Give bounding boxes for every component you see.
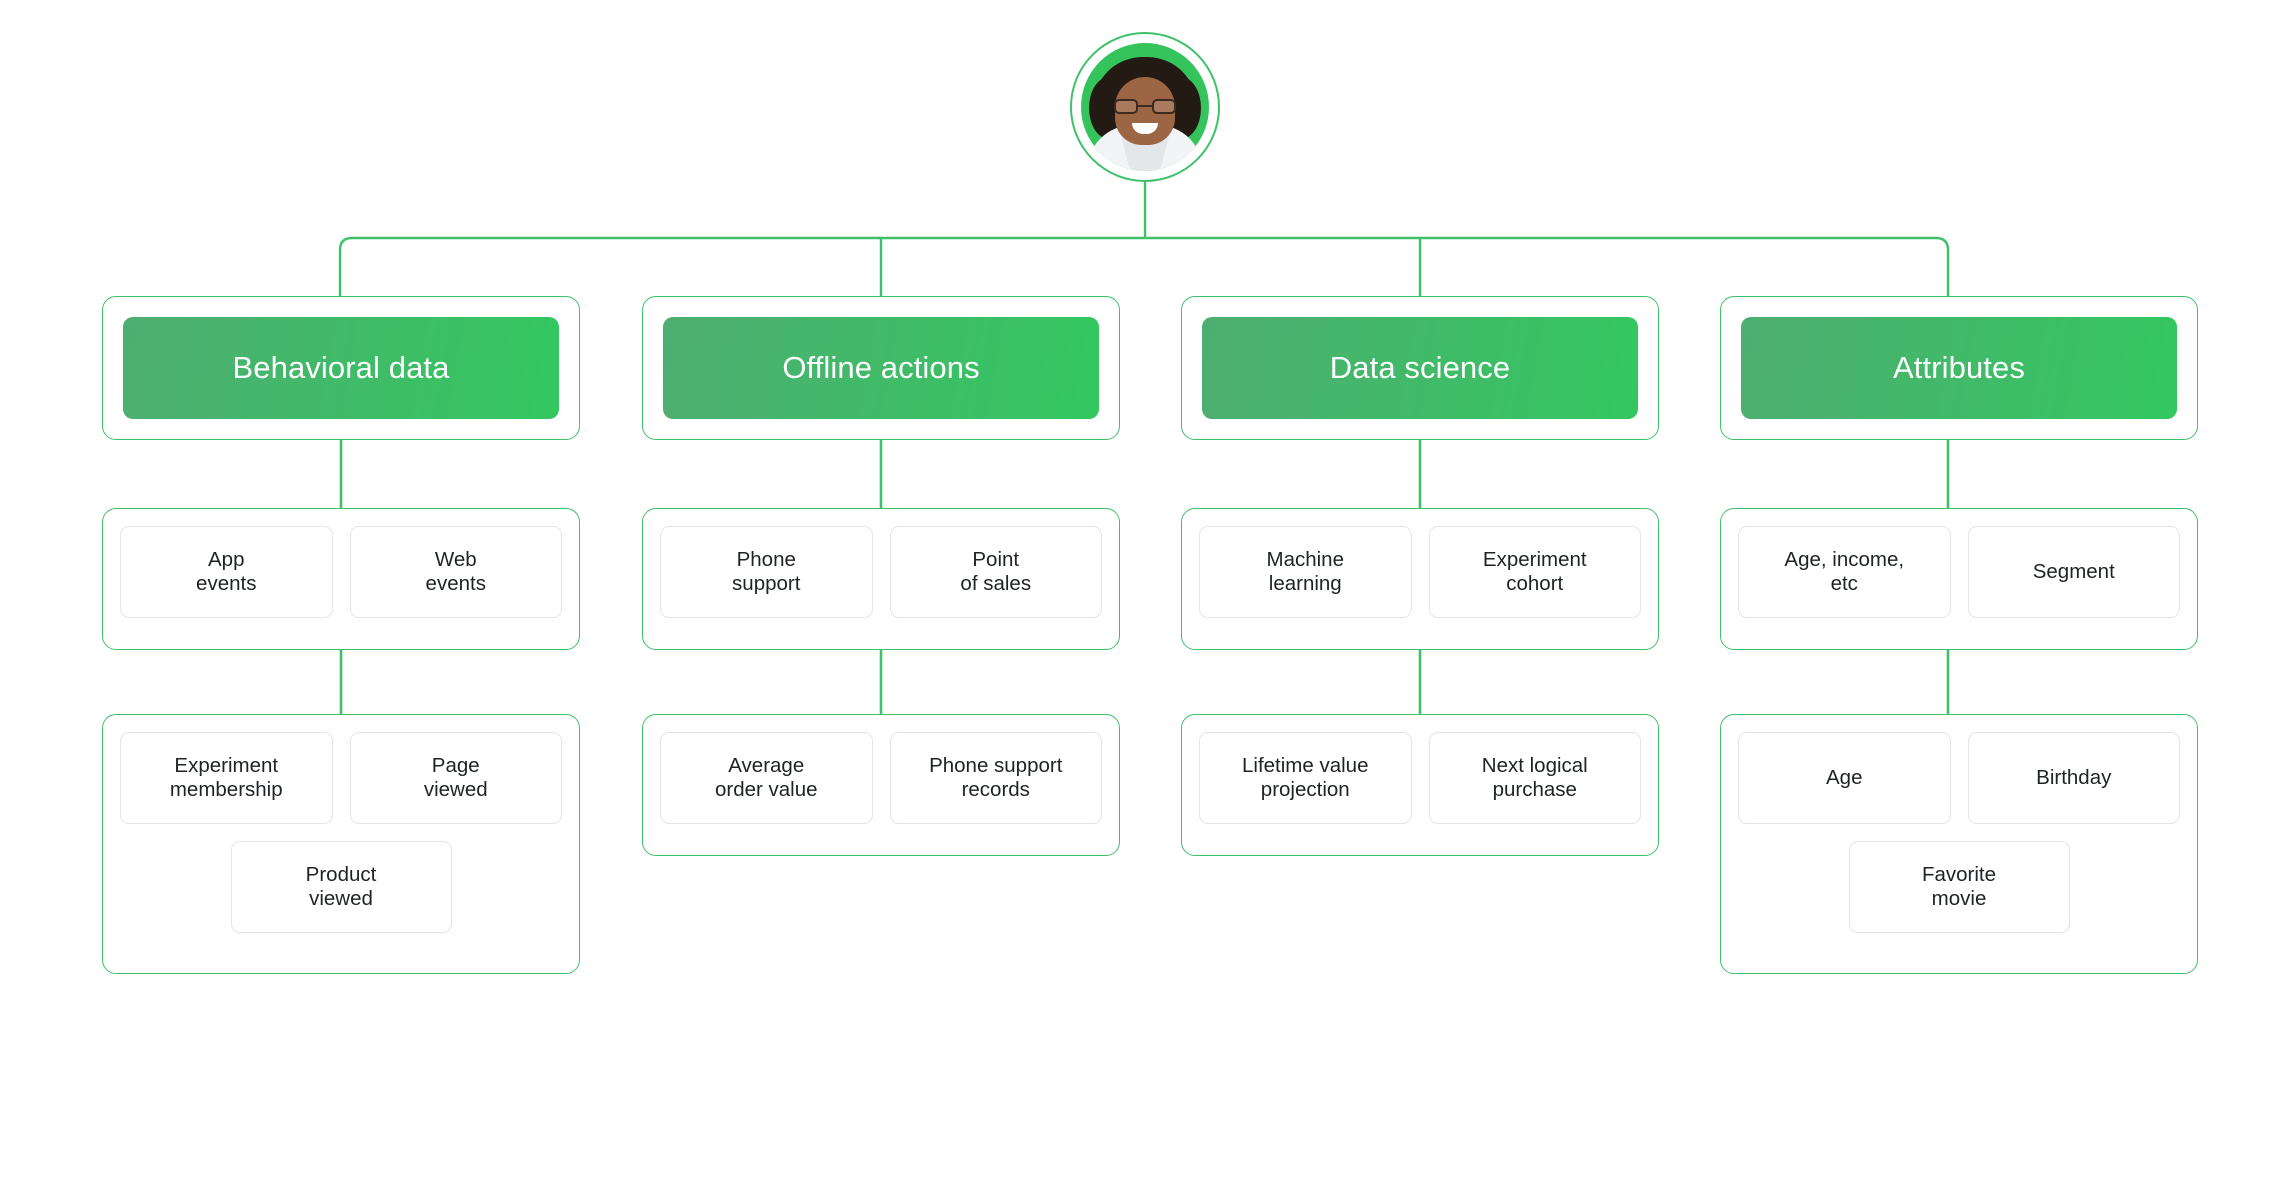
leaf-row: App events Web events: [120, 526, 562, 618]
header-label: Behavioral data: [232, 350, 450, 385]
leaf-phone-support-records[interactable]: Phone support records: [889, 732, 1102, 824]
avatar-smile: [1132, 123, 1158, 134]
leaf-lifetime-value-projection[interactable]: Lifetime value projection: [1199, 732, 1412, 824]
leaf-product-viewed[interactable]: Product viewed: [230, 841, 452, 933]
header-chip-offline-actions: Offline actions: [663, 317, 1099, 419]
card-offline-actions-row1[interactable]: Phone support Point of sales: [642, 508, 1120, 650]
leaf-age[interactable]: Age: [1738, 732, 1951, 824]
header-label: Offline actions: [782, 350, 980, 385]
leaf-web-events[interactable]: Web events: [349, 526, 562, 618]
card-offline-actions-header[interactable]: Offline actions: [642, 296, 1120, 440]
leaf-experiment-membership[interactable]: Experiment membership: [120, 732, 333, 824]
card-data-science-row1[interactable]: Machine learning Experiment cohort: [1181, 508, 1659, 650]
header-chip-data-science: Data science: [1202, 317, 1638, 419]
card-data-science-row2[interactable]: Lifetime value projection Next logical p…: [1181, 714, 1659, 856]
header-chip-behavioral-data: Behavioral data: [123, 317, 559, 419]
leaf-phone-support[interactable]: Phone support: [660, 526, 873, 618]
leaf-row: Phone support Point of sales: [660, 526, 1102, 618]
leaf-average-order-value[interactable]: Average order value: [660, 732, 873, 824]
leaf-next-logical-purchase[interactable]: Next logical purchase: [1428, 732, 1641, 824]
leaf-segment[interactable]: Segment: [1967, 526, 2180, 618]
card-behavioral-data-header[interactable]: Behavioral data: [102, 296, 580, 440]
header-label: Attributes: [1893, 350, 2025, 385]
leaf-app-events[interactable]: App events: [120, 526, 333, 618]
leaf-row: Lifetime value projection Next logical p…: [1199, 732, 1641, 824]
leaf-machine-learning[interactable]: Machine learning: [1199, 526, 1412, 618]
avatar[interactable]: [1070, 32, 1220, 182]
leaf-row: Experiment membership Page viewed: [120, 732, 562, 824]
leaf-row: Age, income, etc Segment: [1738, 526, 2180, 618]
leaf-experiment-cohort[interactable]: Experiment cohort: [1428, 526, 1641, 618]
leaf-row: Age Birthday: [1738, 732, 2180, 824]
leaf-row: Favorite movie: [1738, 841, 2180, 933]
card-attributes-row2[interactable]: Age Birthday Favorite movie: [1720, 714, 2198, 974]
leaf-page-viewed[interactable]: Page viewed: [349, 732, 562, 824]
card-behavioral-data-row1[interactable]: App events Web events: [102, 508, 580, 650]
leaf-row: Product viewed: [120, 841, 562, 933]
card-attributes-header[interactable]: Attributes: [1720, 296, 2198, 440]
header-label: Data science: [1329, 350, 1511, 385]
glasses-icon: [1114, 99, 1176, 114]
leaf-favorite-movie[interactable]: Favorite movie: [1848, 841, 2070, 933]
card-data-science-header[interactable]: Data science: [1181, 296, 1659, 440]
card-offline-actions-row2[interactable]: Average order value Phone support record…: [642, 714, 1120, 856]
wire-bus: [338, 236, 1950, 296]
leaf-point-of-sales[interactable]: Point of sales: [889, 526, 1102, 618]
leaf-birthday[interactable]: Birthday: [1967, 732, 2180, 824]
leaf-row: Average order value Phone support record…: [660, 732, 1102, 824]
leaf-row: Machine learning Experiment cohort: [1199, 526, 1641, 618]
avatar-photo: [1081, 43, 1209, 171]
card-attributes-row1[interactable]: Age, income, etc Segment: [1720, 508, 2198, 650]
header-chip-attributes: Attributes: [1741, 317, 2177, 419]
leaf-age-income-etc[interactable]: Age, income, etc: [1738, 526, 1951, 618]
card-behavioral-data-row2[interactable]: Experiment membership Page viewed Produc…: [102, 714, 580, 974]
